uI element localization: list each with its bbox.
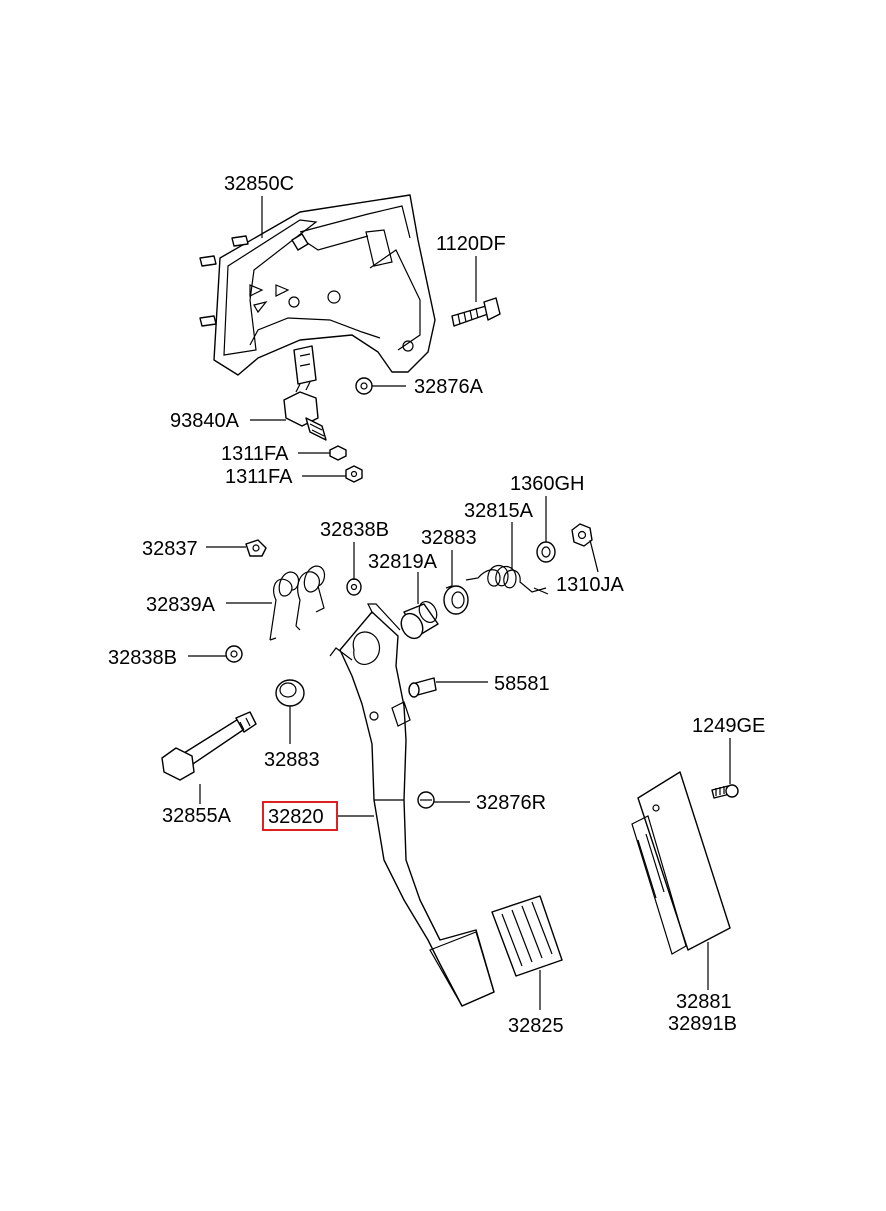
label-1360GH[interactable]: 1360GH [510, 473, 585, 495]
spring-32839A[interactable] [269, 565, 326, 641]
spring-32815A[interactable] [465, 564, 549, 595]
label-58581[interactable]: 58581 [494, 673, 550, 695]
switch-93840A[interactable] [283, 345, 327, 441]
accelerator-pedal-32881[interactable] [631, 771, 731, 955]
label-32883-top[interactable]: 32883 [421, 527, 477, 549]
label-32839A[interactable]: 32839A [146, 594, 216, 616]
part-labels: 32850C 1120DF 32876A 93840A 1311FA 1311F… [108, 173, 765, 1037]
pin-58581[interactable] [408, 677, 437, 698]
label-32881[interactable]: 32881 [676, 991, 732, 1013]
label-1310JA[interactable]: 1310JA [556, 574, 624, 596]
label-1311FA-lower[interactable]: 1311FA [225, 466, 293, 488]
sleeve-32819A[interactable] [397, 599, 440, 643]
bushing-32838B-top[interactable] [346, 578, 362, 596]
label-32819A[interactable]: 32819A [368, 551, 438, 573]
bushing-32838B-left[interactable] [225, 645, 243, 663]
washer-1360GH[interactable] [536, 541, 556, 563]
label-32883-bottom[interactable]: 32883 [264, 749, 320, 771]
label-1120DF[interactable]: 1120DF [436, 233, 506, 255]
highlight-box-32820 [262, 801, 338, 831]
nut-1311FA-lower[interactable] [345, 465, 363, 483]
label-32838B-top[interactable]: 32838B [320, 519, 389, 541]
label-32855A[interactable]: 32855A [162, 805, 232, 827]
label-32850C[interactable]: 32850C [224, 173, 294, 195]
bolt-1120DF[interactable] [451, 297, 501, 327]
label-1249GE[interactable]: 1249GE [692, 715, 765, 737]
bolt-32855A[interactable] [161, 711, 257, 781]
stopper-32876R[interactable] [417, 791, 435, 809]
screw-1249GE[interactable] [711, 784, 739, 799]
label-32825[interactable]: 32825 [508, 1015, 564, 1037]
clip-32837[interactable] [245, 539, 267, 557]
nut-1311FA-upper[interactable] [329, 445, 347, 461]
bushing-32883-bottom[interactable] [275, 679, 305, 707]
leader-lines [188, 196, 731, 1010]
bushing-32883-top[interactable] [443, 585, 469, 615]
nut-1310JA[interactable] [571, 523, 593, 547]
label-32815A[interactable]: 32815A [464, 500, 534, 522]
label-93840A[interactable]: 93840A [170, 410, 240, 432]
pedal-bracket[interactable] [199, 194, 436, 376]
label-32891B[interactable]: 32891B [668, 1013, 737, 1035]
pedal-arm-32820[interactable] [329, 603, 495, 1007]
label-32838B-left[interactable]: 32838B [108, 647, 177, 669]
label-1311FA-upper[interactable]: 1311FA [221, 443, 289, 465]
label-32820[interactable]: 32820 [268, 806, 324, 828]
nut-32876A[interactable] [355, 377, 373, 395]
label-32837[interactable]: 32837 [142, 538, 198, 560]
label-32876R[interactable]: 32876R [476, 792, 546, 814]
pedal-pad-32825[interactable] [491, 895, 563, 977]
label-32876A[interactable]: 32876A [414, 376, 484, 398]
